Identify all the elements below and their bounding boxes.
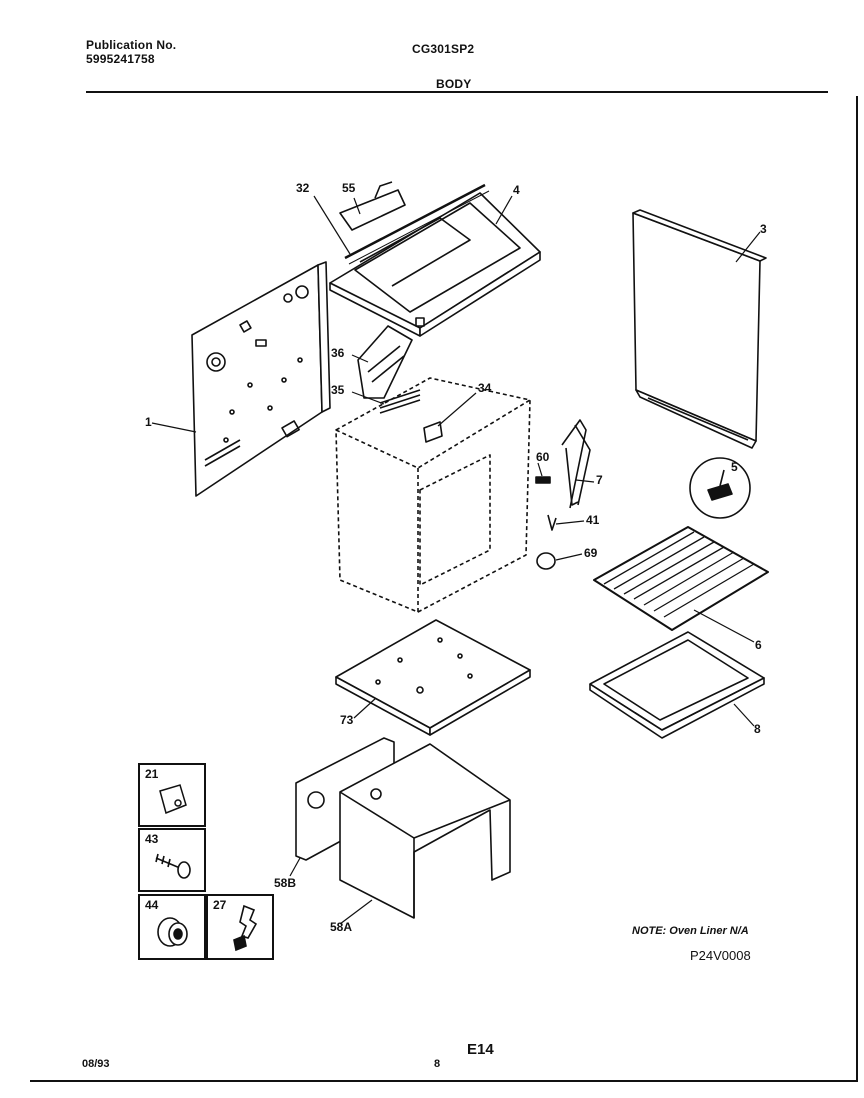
inset-label-43: 43 <box>145 832 159 846</box>
frame-right-edge <box>856 96 858 1081</box>
callout-7: 7 <box>596 473 603 487</box>
callout-58a: 58A <box>330 920 353 934</box>
callout-58b: 58B <box>274 876 297 890</box>
footer-page-number: 8 <box>434 1058 441 1070</box>
publication-number: 5995241758 <box>86 52 155 66</box>
bottom-panel-part <box>335 619 531 736</box>
callout-3: 3 <box>760 222 767 236</box>
publication-label: Publication No. <box>86 38 177 52</box>
footer-page-code: E14 <box>467 1041 494 1058</box>
model-number: CG301SP2 <box>412 42 475 56</box>
callout-34: 34 <box>478 381 492 395</box>
callout-73: 73 <box>340 713 354 727</box>
inset-box-21: 21 <box>138 763 206 827</box>
section-title: BODY <box>436 77 472 91</box>
callout-8: 8 <box>754 722 761 736</box>
callout-60: 60 <box>536 450 550 464</box>
inset-label-27: 27 <box>213 898 227 912</box>
insulation-58a-part <box>339 743 511 919</box>
oven-liner-dashed <box>335 377 531 613</box>
callout-69: 69 <box>584 546 598 560</box>
leveling-leg-part <box>689 457 751 519</box>
inset-label-21: 21 <box>145 767 159 781</box>
frame-bottom-edge <box>30 1080 858 1082</box>
callout-41: 41 <box>586 513 600 527</box>
igniter-part <box>561 419 591 509</box>
screw-icon <box>155 853 191 879</box>
spring-clip-icon <box>233 904 258 952</box>
diagram-code: P24V0008 <box>690 948 751 963</box>
clip-41-part <box>547 514 557 531</box>
clip-34-part <box>423 421 443 443</box>
inset-box-27: 27 <box>206 894 274 960</box>
callout-35: 35 <box>331 383 345 397</box>
header-rule <box>86 91 828 93</box>
vent-duct-part <box>357 325 413 399</box>
callout-36: 36 <box>331 346 345 360</box>
oven-rack-part <box>593 526 769 631</box>
inset-box-44: 44 <box>138 894 206 960</box>
callout-6: 6 <box>755 638 762 652</box>
callout-1: 1 <box>145 415 152 429</box>
callout-55: 55 <box>342 181 356 195</box>
callout-5: 5 <box>731 460 738 474</box>
callout-32: 32 <box>296 181 310 195</box>
back-panel-part <box>191 261 331 497</box>
knob-icon <box>157 917 188 947</box>
clip-21-icon <box>159 784 187 815</box>
inset-box-43: 43 <box>138 828 206 892</box>
footer-date: 08/93 <box>82 1058 110 1070</box>
side-panel-part <box>632 209 767 449</box>
callout-4: 4 <box>513 183 520 197</box>
rail-strip-part <box>344 183 486 260</box>
bracket-60-part <box>535 476 551 484</box>
leader-lines <box>151 195 761 925</box>
oven-liner-note: NOTE: Oven Liner N/A <box>632 925 749 937</box>
top-burner-box-part <box>329 192 541 337</box>
bracket-55-part <box>339 189 406 231</box>
vent-slots-part <box>379 389 421 414</box>
broiler-pan-part <box>589 631 765 739</box>
inset-label-44: 44 <box>145 898 159 912</box>
grommet-part <box>536 552 556 570</box>
